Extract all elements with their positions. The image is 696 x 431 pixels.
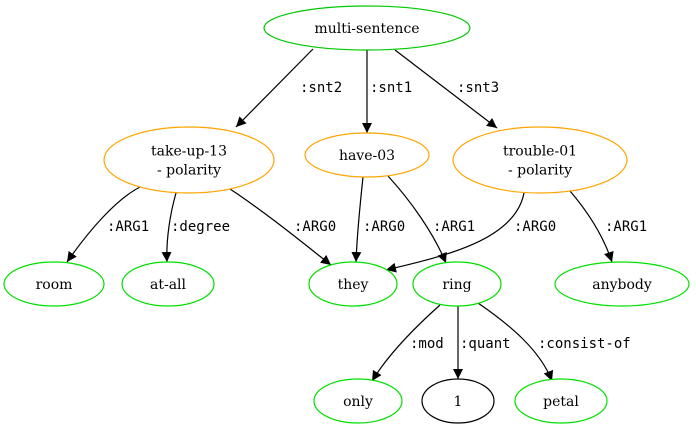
edge-trouble-they [385,192,525,273]
edge-ring-petal [477,302,554,382]
node-shape-ring [412,261,502,307]
edge-label-have-they: :ARG0 [363,219,405,235]
edges-layer: :snt2 :snt1 :snt3 :ARG1 :degree :ARG0 :ARG0 :AR… [66,48,647,382]
edge-label-take-room: :ARG1 [107,219,149,235]
node-ms: multi-sentence [263,5,471,51]
edge-ring-only [371,304,441,382]
node-label-only: only [343,394,373,410]
node-atall: at-all [121,261,215,307]
node-label-trouble-1: - polarity [508,163,572,179]
edge-label-ms-take: :snt2 [300,80,342,96]
node-anybody: anybody [554,261,690,307]
node-shape-trouble [452,126,628,194]
node-petal: petal [514,378,608,424]
node-shape-one [421,378,495,424]
edge-take-atall [161,192,177,263]
node-shape-ms [263,5,471,51]
edge-label-ring-one: :quant [460,336,511,352]
node-room: room [3,261,105,307]
edge-label-have-ring: :ARG1 [433,219,475,235]
node-take: take-up-13 - polarity [103,126,275,194]
edge-have-ring [387,175,447,264]
node-label-ms: multi-sentence [314,21,419,37]
node-ring: ring [412,261,502,307]
edge-label-trouble-anybody: :ARG1 [605,219,647,235]
edge-label-take-they: :ARG0 [294,219,336,235]
node-only: only [313,378,403,424]
edge-take-room [66,186,141,263]
node-trouble: trouble-01 - polarity [452,126,628,194]
node-one: 1 [421,378,495,424]
node-label-take-1: - polarity [157,163,221,179]
node-label-trouble-0: trouble-01 [503,144,577,160]
node-shape-room [3,261,105,307]
edge-take-they [229,188,332,266]
node-label-one: 1 [454,394,463,410]
node-label-take-0: take-up-13 [151,144,227,160]
edge-label-take-atall: :degree [171,219,230,235]
edge-label-ms-trouble: :snt3 [457,80,499,96]
node-label-atall: at-all [150,277,187,293]
node-label-ring: ring [442,277,471,293]
node-shape-only [313,378,403,424]
nodes-layer: multi-sentence take-up-13 - polarity have-0… [3,5,690,424]
node-shape-they [308,261,398,307]
node-shape-anybody [554,261,690,307]
node-they: they [308,261,398,307]
edge-trouble-anybody [569,190,614,263]
node-label-they: they [338,277,369,293]
edge-label-ms-have: :snt1 [370,80,412,96]
node-shape-petal [514,378,608,424]
node-shape-have [304,132,430,178]
edge-have-they [351,176,364,263]
node-label-room: room [36,277,73,293]
edge-label-ring-only: :mod [410,336,444,352]
edge-label-trouble-they: :ARG0 [514,219,556,235]
node-shape-atall [121,261,215,307]
edge-label-ring-petal: :consist-of [538,336,631,352]
node-shape-take [103,126,275,194]
node-have: have-03 [304,132,430,178]
edge-ms-take [235,48,314,128]
node-label-petal: petal [543,394,579,410]
edge-ms-trouble [394,49,498,129]
node-label-have: have-03 [339,148,395,164]
node-label-anybody: anybody [592,277,652,293]
